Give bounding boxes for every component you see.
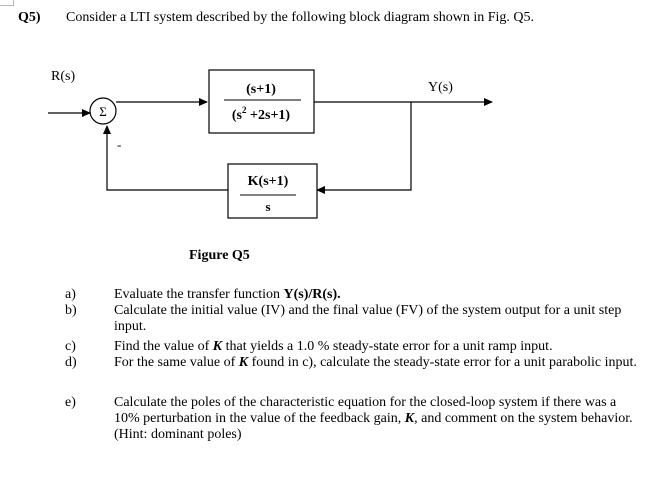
part-a-seg-2: Y(s)/R(s). <box>283 287 341 302</box>
part-c-seg-3: that yields a 1.0 % steady-state error f… <box>222 339 553 354</box>
part-d-seg-3: found in c), calculate the steady-state … <box>248 355 637 370</box>
part-e-seg-3: , and comment on the system behavior. (H… <box>114 411 633 442</box>
summing-junction <box>89 97 117 125</box>
part-d-letter: d) <box>65 355 77 370</box>
figure-caption: Figure Q5 <box>189 248 250 263</box>
part-a-letter: a) <box>65 287 76 302</box>
part-b-letter: b) <box>65 303 77 318</box>
part-d-seg-2: K <box>238 355 249 370</box>
forward-denominator: (s2 +2s+1) <box>232 105 291 123</box>
input-label: R(s) <box>51 69 75 84</box>
part-c-seg-1: Find the value of <box>114 339 213 354</box>
part-e-seg-2: K <box>404 411 415 426</box>
part-c-letter: c) <box>65 339 76 354</box>
part-a-text: Evaluate the transfer function Y(s)/R(s)… <box>114 287 644 303</box>
part-d-text: For the same value of K found in c), cal… <box>114 355 644 371</box>
part-c-text: Find the value of K that yields a 1.0 % … <box>114 339 644 355</box>
forward-denominator-rest: +2s+1) <box>247 108 291 123</box>
forward-denominator-base: (s <box>232 108 243 123</box>
part-e-text: Calculate the poles of the characteristi… <box>114 395 644 443</box>
forward-block <box>208 69 315 134</box>
forward-denominator-exponent: 2 <box>242 105 247 115</box>
feedback-denominator: s <box>265 199 270 214</box>
forward-numerator: (s+1) <box>246 82 276 97</box>
part-e-seg-1: Calculate the poles of the characteristi… <box>114 395 617 426</box>
feedback-return-arrow <box>103 125 228 191</box>
part-d-seg-1: For the same value of <box>114 355 239 370</box>
summer-sigma: Σ <box>99 104 107 119</box>
feedback-block <box>227 163 318 219</box>
block-diagram: R(s) Y(s) Σ (s+1) (s2 +2s+1) K(s+1) s - <box>48 69 493 219</box>
page-corner-mark <box>0 0 14 6</box>
part-c-seg-2: K <box>212 339 223 354</box>
feedback-numerator: K(s+1) <box>248 174 289 189</box>
question-intro: Consider a LTI system described by the f… <box>66 10 535 25</box>
feedback-path-down <box>316 102 412 194</box>
part-a-seg-1: Evaluate the transfer function <box>114 287 284 302</box>
feedback-minus-sign: - <box>117 137 121 152</box>
part-b-seg-1: Calculate the initial value (IV) and the… <box>114 303 622 334</box>
part-b-text: Calculate the initial value (IV) and the… <box>114 303 644 335</box>
part-e-letter: e) <box>65 395 76 410</box>
output-label: Y(s) <box>428 80 453 95</box>
question-number: Q5) <box>18 10 41 25</box>
